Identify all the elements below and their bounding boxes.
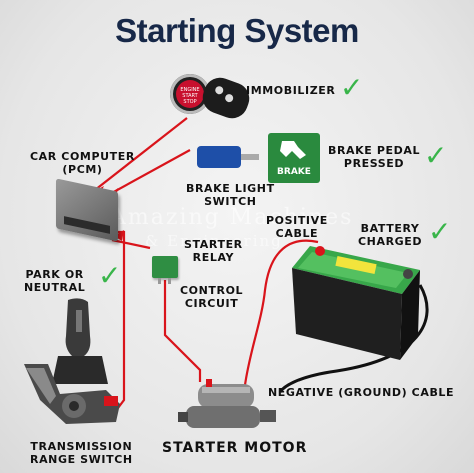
check-park-neutral: ✓ [98, 259, 122, 292]
gear-shifter-graphic [52, 298, 108, 384]
label-starter-relay-line1: STARTER [184, 238, 243, 251]
label-starter-relay-line2: RELAY [192, 251, 235, 264]
engine-start-button: ENGINE START STOP [170, 74, 210, 114]
arrow-to-pcm-3 [114, 230, 124, 241]
check-battery: ✓ [428, 215, 452, 248]
label-positive-cable-line1: POSITIVE [266, 214, 328, 227]
engine-button-text-2: START [182, 93, 198, 99]
label-control-circuit-line2: CIRCUIT [184, 297, 239, 310]
engine-start-button-face: ENGINE START STOP [176, 80, 204, 108]
label-positive-cable-line2: CABLE [275, 227, 319, 240]
label-control-circuit: CONTROL CIRCUIT [180, 284, 243, 310]
brake-pedal-icon [280, 141, 306, 159]
label-car-computer: CAR COMPUTER (PCM) [30, 150, 135, 176]
battery-positive-terminal [315, 246, 325, 256]
battery-negative-terminal [403, 269, 413, 279]
engine-button-text-3: STOP [183, 99, 197, 105]
label-positive-cable: POSITIVE CABLE [266, 214, 328, 240]
label-brake-pedal-line2: PRESSED [343, 157, 405, 170]
wire-pcm-to-relay [111, 238, 151, 250]
label-park-neutral: PARK OR NEUTRAL [24, 268, 85, 294]
wire-relay-to-starter [163, 280, 202, 382]
starter-relay [152, 256, 178, 284]
label-battery: BATTERY CHARGED [358, 222, 422, 248]
label-brake-light-switch-line2: SWITCH [204, 195, 257, 208]
label-transmission: TRANSMISSION RANGE SWITCH [30, 440, 133, 466]
gear-shifter [50, 296, 110, 386]
label-control-circuit-line1: CONTROL [180, 284, 244, 297]
label-starter-motor: STARTER MOTOR [162, 440, 308, 456]
label-park-neutral-line1: PARK OR [25, 268, 84, 281]
label-transmission-line2: RANGE SWITCH [30, 453, 133, 466]
label-brake-pedal: BRAKE PEDAL PRESSED [328, 144, 420, 170]
label-transmission-line1: TRANSMISSION [30, 440, 133, 453]
diagram-title: Starting System [115, 12, 359, 49]
wire-pcm-to-transmission [112, 230, 126, 409]
watermark-line2: & Engineering [145, 232, 283, 250]
brake-pedal-badge: BRAKE [268, 133, 320, 183]
watermark-line1: Amazing Machines [110, 205, 354, 230]
label-car-computer-line2: (PCM) [62, 163, 103, 176]
engine-button-text-1: ENGINE [180, 87, 200, 93]
label-brake-pedal-line1: BRAKE PEDAL [328, 144, 421, 157]
transmission-switch-graphic [24, 364, 120, 424]
battery-body [292, 246, 420, 360]
brake-switch-plunger [241, 154, 259, 160]
brake-badge-text: BRAKE [277, 167, 311, 177]
fob-button [214, 85, 225, 96]
wire-battery-negative [278, 284, 429, 393]
fob-button [224, 92, 235, 104]
wire-battery-positive [243, 239, 319, 386]
label-battery-line2: CHARGED [358, 235, 423, 248]
brake-light-switch [197, 146, 259, 168]
label-brake-light-switch-line1: BRAKE LIGHT [186, 182, 275, 195]
check-immobilizer: ✓ [340, 71, 364, 104]
starter-motor [178, 378, 282, 436]
label-immobilizer: IMMOBILIZER [246, 84, 336, 97]
wire-immobilizer-to-pcm [94, 117, 188, 191]
relay-pin [158, 278, 161, 284]
relay-pin [168, 278, 171, 284]
control-wires [94, 117, 319, 409]
label-car-computer-line1: CAR COMPUTER [30, 150, 135, 163]
battery [292, 244, 422, 362]
label-brake-light-switch: BRAKE LIGHT SWITCH [186, 182, 275, 208]
label-park-neutral-line2: NEUTRAL [24, 281, 86, 294]
label-starter-relay: STARTER RELAY [184, 238, 243, 264]
label-battery-line1: BATTERY [360, 222, 420, 235]
starter-motor-graphic [178, 379, 276, 428]
pcm-connector [64, 216, 110, 234]
transmission-range-switch [20, 360, 124, 428]
wire-brake-switch-to-pcm [109, 149, 191, 195]
label-negative-cable: NEGATIVE (GROUND) CABLE [268, 386, 455, 399]
check-brake-pedal: ✓ [424, 139, 448, 172]
